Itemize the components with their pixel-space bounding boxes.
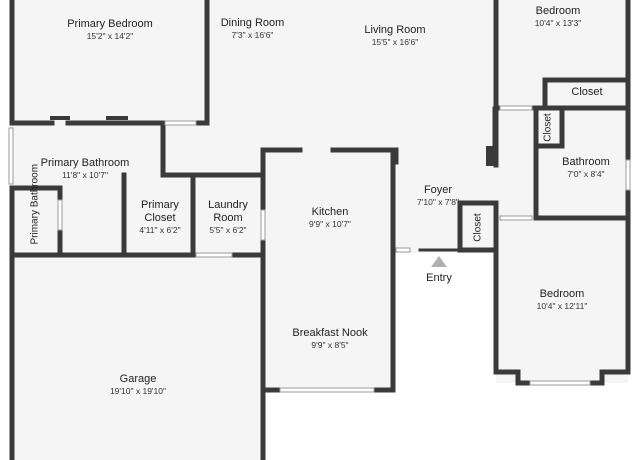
room-name: Garage [119,373,157,385]
room-primary-bathroom-small: Primary Bathroom [29,163,41,245]
room-name: Breakfast Nook [292,327,368,339]
room-dimensions: 10'4" x 12'11" [536,301,588,311]
room-name: Primary Bedroom [67,18,153,30]
entry-arrow-icon [431,256,447,267]
room-foyer: Foyer 7'10" x 7'8" [408,184,468,208]
room-closet-top: Closet [560,86,614,99]
room-dimensions: 9'9" x 8'5" [311,340,349,350]
room-name: Laundry Room [208,199,248,224]
room-dimensions: 9'9" x 10'7" [309,219,351,229]
room-breakfast-nook: Breakfast Nook 9'9" x 8'5" [284,327,376,351]
entry-label: Entry [414,272,464,285]
room-bedroom-bottom: Bedroom 10'4" x 12'11" [520,288,604,312]
room-name: Bedroom [535,5,581,17]
room-bathroom: Bathroom 7'0" x 8'4" [548,156,624,180]
room-name: Primary Closet [141,199,179,224]
room-dimensions: 15'5" x 16'6" [371,37,419,47]
room-name: Living Room [364,24,426,36]
room-dimensions: 4'11" x 6'2" [139,225,181,235]
room-kitchen: Kitchen 9'9" x 10'7" [295,206,365,230]
room-bedroom-top: Bedroom 10'4" x 13'3" [520,5,596,29]
room-name: Primary Bathroom [40,157,130,169]
room-name: Dining Room [220,17,285,29]
room-dimensions: 11'8" x 10'7" [62,170,108,180]
room-living-room: Living Room 15'5" x 16'6" [350,24,440,48]
room-dimensions: 7'0" x 8'4" [567,169,605,179]
room-name: Closet [571,86,603,98]
room-closet-foyer: Closet [472,213,484,242]
room-primary-bathroom: Primary Bathroom 11'8" x 10'7" [30,157,140,181]
room-primary-closet: Primary Closet 4'11" x 6'2" [130,199,190,236]
room-laundry-room: Laundry Room 5'5" x 6'2" [198,199,258,236]
room-name: Bedroom [539,288,585,300]
room-closet-side: Closet [542,113,554,142]
room-dimensions: 5'5" x 6'2" [209,225,247,235]
room-garage: Garage 19'10" x 19'10" [100,373,176,397]
room-dimensions: 7'3" x 16'6" [231,30,274,40]
room-primary-bedroom: Primary Bedroom 15'2" x 14'2" [55,18,165,42]
room-dimensions: 15'2" x 14'2" [86,31,134,41]
room-dimensions: 10'4" x 13'3" [534,18,582,28]
room-name: Bathroom [562,156,610,168]
floor-areas [10,0,628,460]
windows [8,105,631,393]
room-name: Foyer [423,184,453,196]
room-name: Entry [426,272,452,284]
room-dimensions: 19'10" x 19'10" [109,386,167,396]
room-dining-room: Dining Room 7'3" x 16'6" [210,17,295,41]
room-dimensions: 7'10" x 7'8" [417,197,459,207]
room-name: Kitchen [311,206,349,218]
